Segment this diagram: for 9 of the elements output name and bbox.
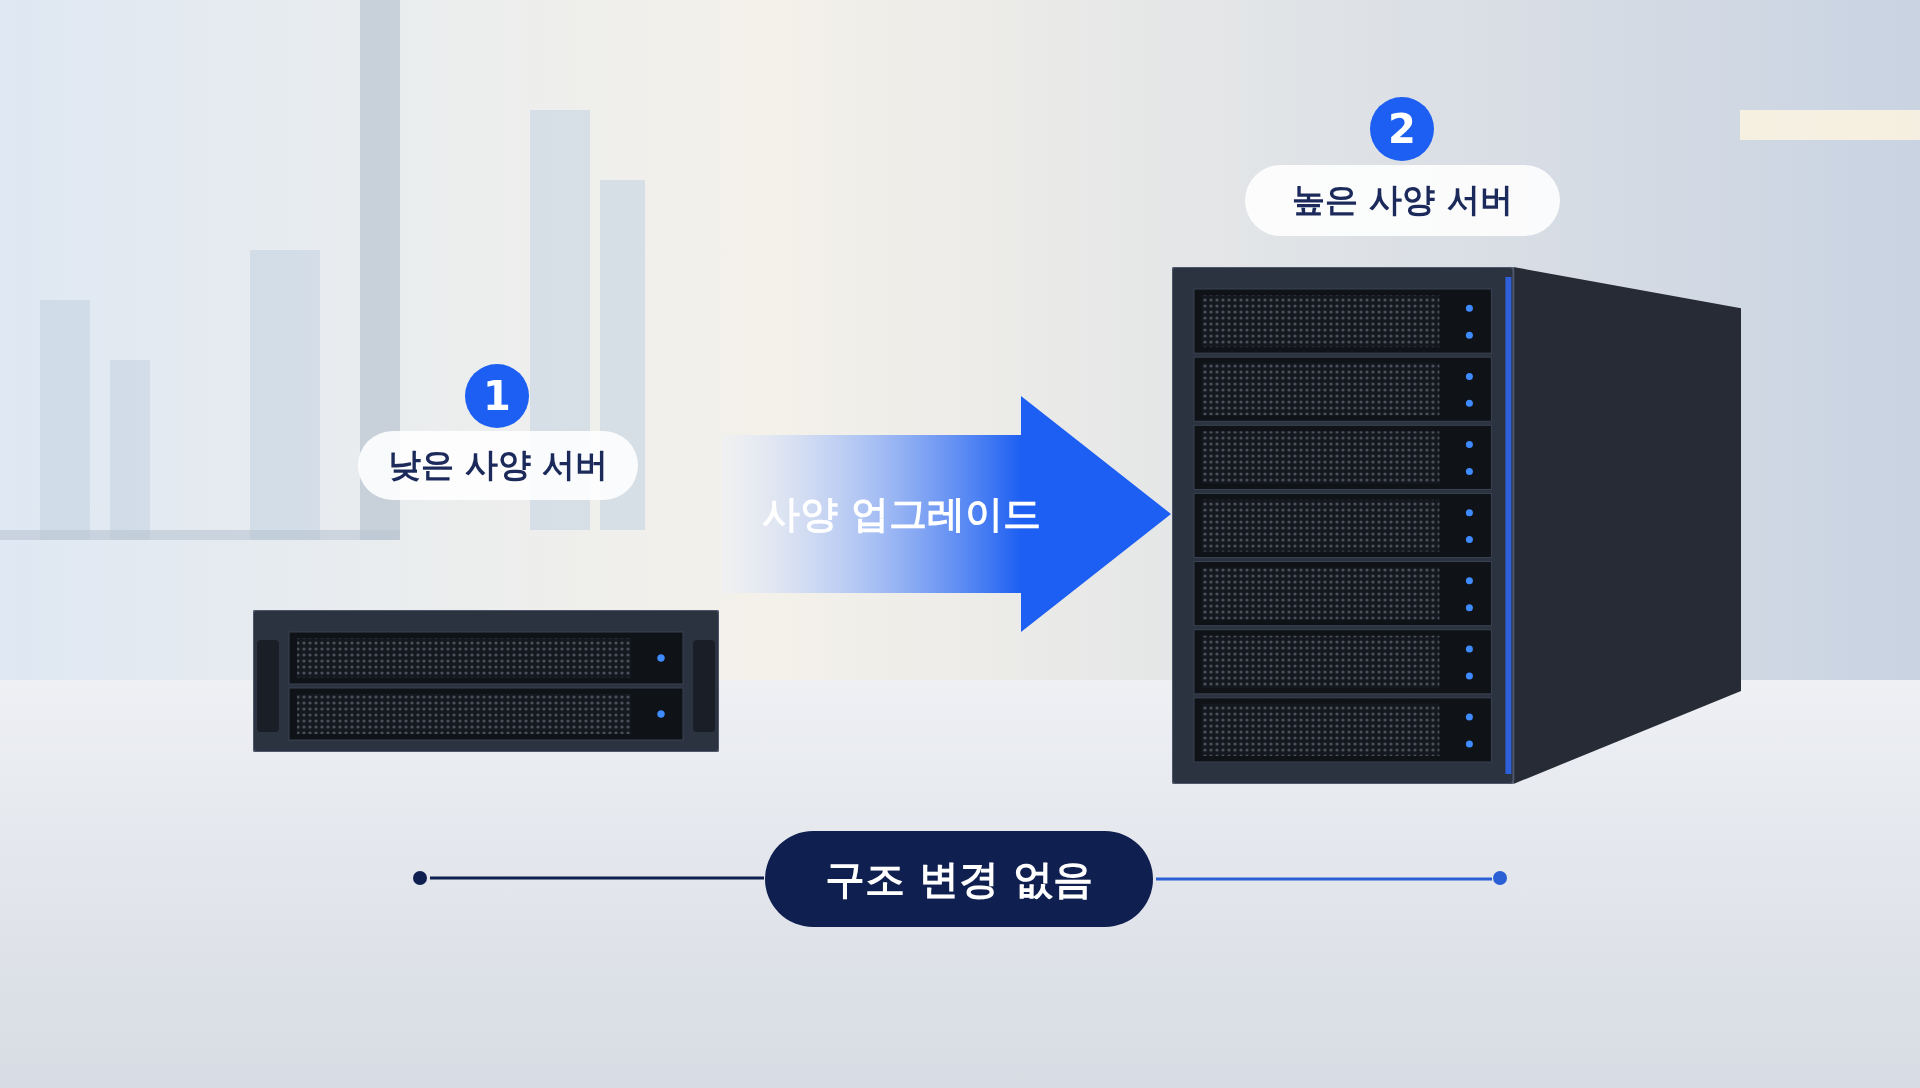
- edge-label: 사양 업그레이드: [760, 491, 1043, 538]
- connector-line: [430, 876, 764, 880]
- server-label: 낮은 사양 서버: [358, 431, 638, 500]
- server-drawing: [1172, 267, 1741, 784]
- connector-line: [1156, 877, 1492, 881]
- upgrade-arrow: [722, 396, 1171, 632]
- status-label: 구조 변경 없음: [765, 831, 1153, 927]
- server-label: 높은 사양 서버: [1245, 165, 1560, 236]
- server-drawing: [253, 610, 719, 752]
